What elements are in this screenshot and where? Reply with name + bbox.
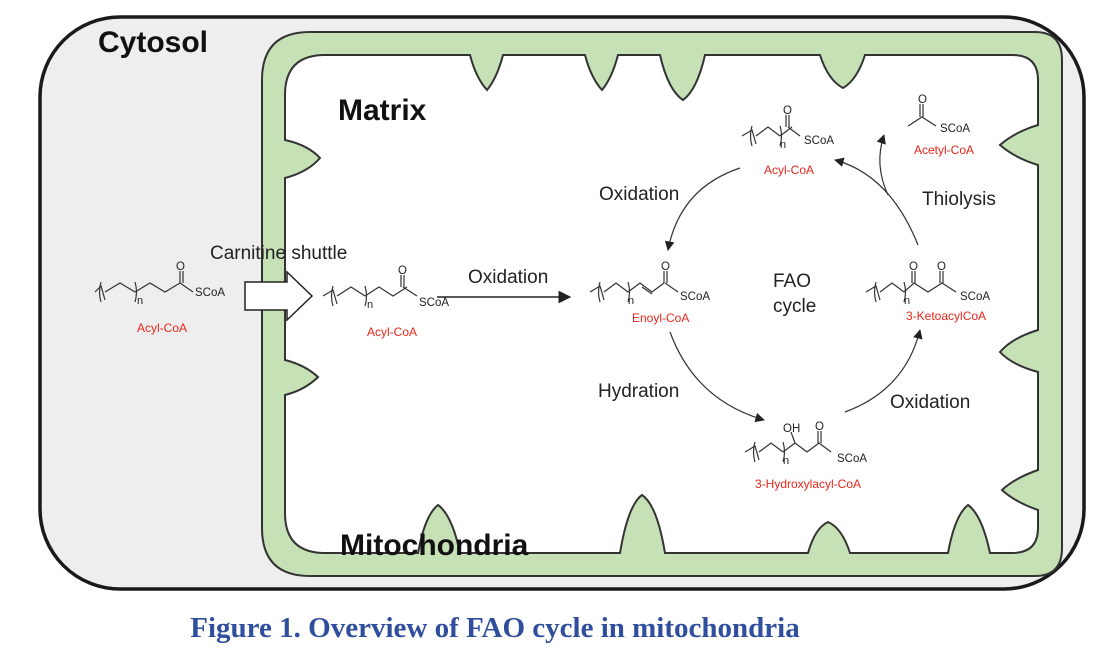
cytosol-label: Cytosol <box>98 26 208 59</box>
oxygen-atom: O <box>783 105 792 117</box>
oxygen-atom: O <box>815 421 824 433</box>
scoa-group: SCoA <box>960 291 990 303</box>
mitochondria-label: Mitochondria <box>340 529 529 562</box>
hydroxyl-group: OH <box>783 423 800 435</box>
cycle-arrow-thiolysis <box>834 157 919 246</box>
molecule-name: Acyl-CoA <box>764 163 814 177</box>
hydration-label: Hydration <box>598 381 679 402</box>
acetyl-release-arrow <box>876 134 889 196</box>
acyl-coa-matrix: O SCoA n Acyl-CoA <box>322 265 449 339</box>
molecule-name: 3-Hydroxylacyl-CoA <box>755 477 861 491</box>
repeat-subscript: n <box>904 295 910 307</box>
acyl-coa-cycle-top: O SCoA n Acyl-CoA <box>741 105 834 177</box>
enoyl-coa: O SCoA n Enoyl-CoA <box>589 261 710 325</box>
repeat-subscript: n <box>780 139 786 151</box>
acyl-coa-cytosol: O SCoA n Acyl-CoA <box>94 261 225 335</box>
figure-caption: Figure 1. Overview of FAO cycle in mitoc… <box>190 612 800 644</box>
fao-diagram: Cytosol Matrix Mitochondria Carnitine sh… <box>38 15 1086 591</box>
molecule-name: Acetyl-CoA <box>914 143 974 157</box>
main-oxidation-label: Oxidation <box>468 267 548 288</box>
oxidation-top-label: Oxidation <box>599 184 679 205</box>
cycle-arrow-oxidation-top <box>664 167 741 251</box>
mitochondria-matrix <box>284 54 1039 554</box>
repeat-subscript: n <box>783 455 789 467</box>
molecule-name: Enoyl-CoA <box>632 311 689 325</box>
oxygen-atom: O <box>661 261 670 273</box>
molecule-name: 3-KetoacylCoA <box>906 309 986 323</box>
scoa-group: SCoA <box>195 287 225 299</box>
oxygen-atom: O <box>398 265 407 277</box>
scoa-group: SCoA <box>837 453 867 465</box>
matrix-label: Matrix <box>338 94 427 127</box>
thiolysis-label: Thiolysis <box>922 189 996 210</box>
scoa-group: SCoA <box>804 135 834 147</box>
oxygen-atom: O <box>909 261 918 273</box>
acetyl-coa: O SCoA Acetyl-CoA <box>907 94 974 157</box>
scoa-group: SCoA <box>680 291 710 303</box>
hydroxyacyl-coa: OH O SCoA n 3-Hydroxylacyl-CoA <box>744 421 867 491</box>
oxygen-atom: O <box>176 261 185 273</box>
oxygen-atom: O <box>937 261 946 273</box>
scoa-group: SCoA <box>419 297 449 309</box>
carnitine-shuttle-label: Carnitine shuttle <box>210 243 347 264</box>
molecule-name: Acyl-CoA <box>137 321 187 335</box>
repeat-subscript: n <box>628 295 634 307</box>
oxidation-bottom-label: Oxidation <box>890 392 970 413</box>
scoa-group: SCoA <box>940 123 970 135</box>
cycle-arrow-oxidation-bottom <box>844 329 923 413</box>
repeat-subscript: n <box>367 299 373 311</box>
repeat-subscript: n <box>137 295 143 307</box>
fao-cycle-label-line2: cycle <box>773 296 816 317</box>
ketoacyl-coa: O O SCoA n 3-KetoacylCoA <box>865 261 990 323</box>
fao-cycle-label-line1: FAO <box>773 271 811 292</box>
oxygen-atom: O <box>918 94 927 106</box>
cycle-arrow-hydration <box>669 331 765 423</box>
carnitine-shuttle-arrow <box>244 270 314 322</box>
molecule-name: Acyl-CoA <box>367 325 417 339</box>
